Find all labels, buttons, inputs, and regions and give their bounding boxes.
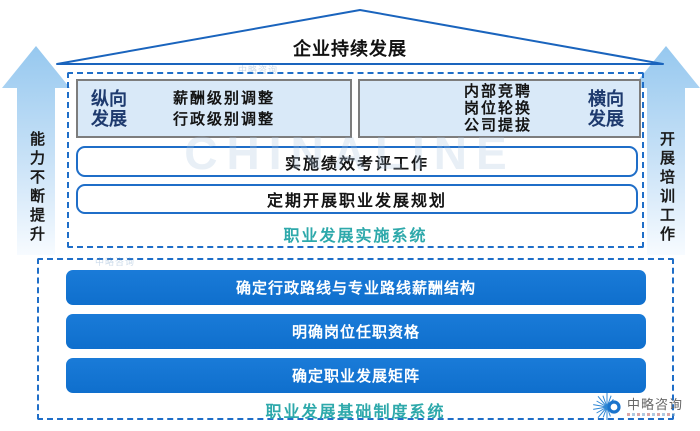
implementation-system-panel: [67, 72, 644, 248]
admin-level-adjustment-item: 行政级别调整: [173, 110, 276, 128]
training-arrow-label: 开展培训工作: [658, 131, 675, 245]
horizontal-title-line1: 横向: [588, 88, 624, 109]
company-logo: 中略咨询: [591, 391, 686, 423]
training-up-arrow: [632, 46, 700, 255]
job-rotation-item: 岗位轮换: [464, 100, 533, 117]
logo-starburst-icon: [593, 393, 621, 420]
enterprise-development-title: 企业持续发展: [293, 39, 407, 59]
salary-level-adjustment-item: 薪酬级别调整: [173, 89, 276, 107]
roof-triangle: [56, 9, 664, 65]
implementation-system-caption: 职业发展实施系统: [283, 228, 428, 245]
vertical-development-items: 薪酬级别调整行政级别调整: [173, 88, 275, 130]
job-qualification-bar: 明确岗位任职资格: [66, 314, 646, 349]
vertical-title-line1: 纵向: [91, 88, 127, 109]
foundation-system-panel: [37, 258, 674, 420]
career-matrix-bar: 确定职业发展矩阵: [66, 358, 646, 393]
horizontal-development-items: 内部竞聘岗位轮换公司提拔: [464, 83, 532, 134]
vertical-development-title: 纵向发展: [91, 89, 127, 129]
performance-evaluation-row: 实施绩效考评工作: [76, 146, 638, 177]
career-planning-row: 定期开展职业发展规划: [76, 184, 638, 214]
internal-competition-item: 内部竞聘: [464, 83, 533, 100]
capability-up-arrow: [2, 46, 70, 255]
vertical-development-box: 纵向发展 薪酬级别调整行政级别调整: [76, 79, 352, 138]
logo-text-block: 中略咨询: [627, 398, 683, 416]
capability-arrow-label: 能力不断提升: [28, 131, 45, 245]
foundation-system-caption: 职业发展基础制度系统: [265, 404, 446, 421]
horizontal-title-line2: 发展: [588, 108, 624, 129]
logo-tagline-strip: [627, 413, 677, 416]
vertical-title-line2: 发展: [91, 108, 127, 129]
horizontal-development-title: 横向发展: [588, 89, 624, 129]
salary-structure-bar: 确定行政路线与专业路线薪酬结构: [66, 270, 646, 305]
company-promotion-item: 公司提拔: [464, 117, 533, 134]
horizontal-development-box: 内部竞聘岗位轮换公司提拔 横向发展: [358, 79, 641, 138]
logo-text: 中略咨询: [627, 397, 684, 412]
